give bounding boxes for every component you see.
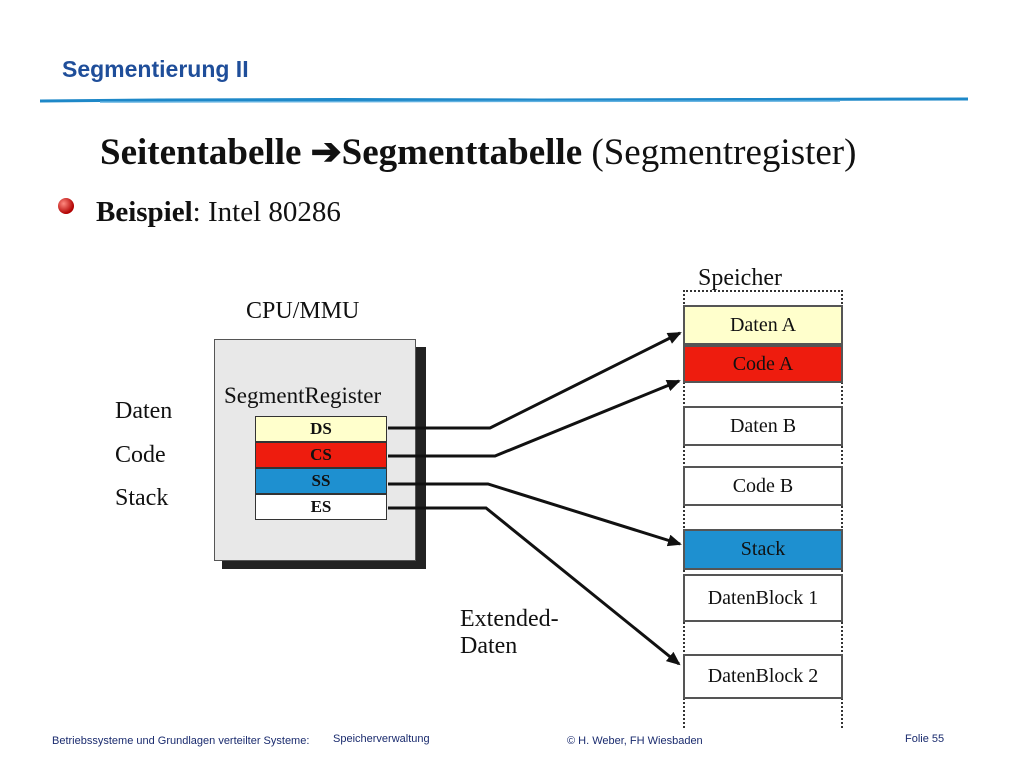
bullet-text: : Intel 80286 xyxy=(192,196,341,228)
arrow-ss-to-stack xyxy=(388,482,682,547)
footer-slide-number: Folie 55 xyxy=(905,733,945,745)
footer-course: Betriebssysteme und Grundlagen verteilte… xyxy=(52,735,310,747)
title-bold-part1: Seitentabelle xyxy=(100,132,311,173)
memory-column-outline xyxy=(683,290,843,728)
header-divider-line xyxy=(40,97,968,103)
memory-block-datenblock-2: DatenBlock 2 xyxy=(683,654,843,699)
arrow-es-to-datenblock-2 xyxy=(388,506,681,666)
bullet-item: Beispiel: Intel 80286 xyxy=(58,196,341,229)
footer-author: © H. Weber, FH Wiesbaden xyxy=(567,735,703,747)
bullet-sphere-icon xyxy=(58,198,74,215)
register-ss: SS xyxy=(255,468,387,494)
segment-register-label: SegmentRegister xyxy=(224,383,382,408)
register-es: ES xyxy=(255,494,387,520)
side-label-daten: Daten xyxy=(115,398,173,424)
extended-label-line1: Extended- xyxy=(460,606,559,632)
register-cs: CS xyxy=(255,442,387,468)
register-ds: DS xyxy=(255,416,387,442)
arrow-cs-to-code-a xyxy=(388,379,681,458)
title-arrow-icon: ➔ xyxy=(310,132,342,173)
footer-topic: Speicherverwaltung xyxy=(333,733,430,745)
extended-daten-label: Extended- Daten xyxy=(460,606,559,660)
side-label-code: Code xyxy=(115,442,166,468)
memory-block-daten-a: Daten A xyxy=(683,305,843,345)
extended-label-line2: Daten xyxy=(460,633,518,659)
memory-block-daten-b: Daten B xyxy=(683,406,843,446)
memory-label: Speicher xyxy=(698,265,782,291)
title-bold-part2: Segmenttabelle xyxy=(341,132,583,173)
memory-block-code-a: Code A xyxy=(683,345,843,383)
bullet-bold: Beispiel xyxy=(96,196,193,228)
cpu-label: CPU/MMU xyxy=(246,298,360,324)
title-normal-part: (Segmentregister) xyxy=(582,132,857,173)
slide-header-title: Segmentierung II xyxy=(62,56,249,82)
memory-block-stack: Stack xyxy=(683,529,843,570)
memory-block-code-b: Code B xyxy=(683,466,843,506)
side-label-stack: Stack xyxy=(115,485,169,511)
memory-block-datenblock-1: DatenBlock 1 xyxy=(683,574,843,622)
arrow-ds-to-daten-a xyxy=(388,331,682,430)
slide-title: Seitentabelle ➔Segmenttabelle (Segmentre… xyxy=(100,130,856,174)
